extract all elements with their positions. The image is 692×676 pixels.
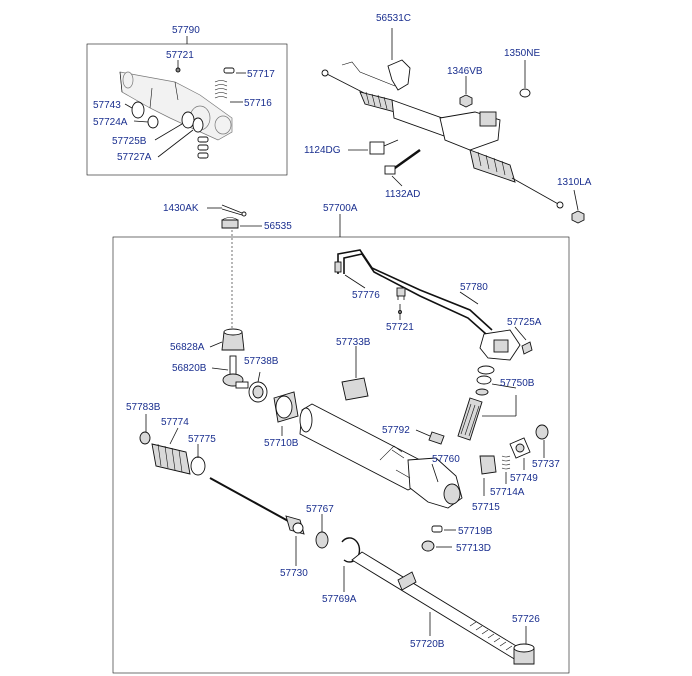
yoke-57715 bbox=[479, 455, 497, 475]
label-57719B: 57719B bbox=[458, 526, 493, 537]
washer-1350NE bbox=[519, 88, 531, 98]
clip-57783B bbox=[139, 431, 151, 445]
label-57783B: 57783B bbox=[126, 402, 161, 413]
label-57710B: 57710B bbox=[264, 438, 299, 449]
tie-rod-end-56820B bbox=[222, 355, 249, 389]
ring-stack bbox=[197, 136, 209, 159]
main-frame bbox=[112, 236, 570, 674]
label-57775: 57775 bbox=[188, 434, 216, 445]
tie-rod-right bbox=[511, 177, 561, 206]
valve-housing-sketch bbox=[119, 71, 233, 141]
cotter-pin-1430AK bbox=[221, 204, 247, 217]
top-gear-assembly bbox=[321, 28, 585, 224]
boot-left bbox=[359, 91, 396, 113]
label-57726: 57726 bbox=[512, 614, 540, 625]
label-57713D: 57713D bbox=[456, 543, 491, 554]
bushing-57726 bbox=[513, 643, 535, 665]
label-57725A: 57725A bbox=[507, 317, 542, 328]
label-57750B: 57750B bbox=[500, 378, 535, 389]
label-57738B: 57738B bbox=[244, 356, 279, 367]
label-56535: 56535 bbox=[264, 221, 292, 232]
label-56820B: 56820B bbox=[172, 363, 207, 374]
cover-57737 bbox=[535, 424, 549, 440]
ring-57725B bbox=[181, 111, 195, 129]
valve-seals bbox=[475, 365, 495, 396]
nut-1346VB bbox=[459, 94, 473, 108]
label-1430AK: 1430AK bbox=[163, 203, 199, 214]
bracket-56531C bbox=[387, 59, 411, 91]
boot-right bbox=[469, 149, 516, 183]
nut-1310LA bbox=[571, 210, 585, 224]
label-1124DG: 1124DG bbox=[304, 145, 341, 156]
label-57792: 57792 bbox=[382, 425, 410, 436]
tie-rod-left bbox=[324, 72, 369, 96]
spring-57717 bbox=[214, 67, 235, 99]
label-57724A: 57724A bbox=[93, 117, 128, 128]
label-56531C: 56531C bbox=[376, 13, 411, 24]
ring-57727A bbox=[192, 117, 204, 133]
label-57769A: 57769A bbox=[322, 594, 357, 605]
inset-57790 bbox=[86, 36, 288, 176]
label-1346VB: 1346VB bbox=[447, 66, 483, 77]
label-56828A: 56828A bbox=[170, 342, 205, 353]
label-1132AD: 1132AD bbox=[385, 189, 420, 200]
rack-bar-57720B bbox=[351, 551, 527, 661]
label-1350NE: 1350NE bbox=[504, 48, 540, 59]
label-1310LA: 1310LA bbox=[557, 177, 592, 188]
label-57721-pipe: 57721 bbox=[386, 322, 414, 333]
bolt-1124DG bbox=[369, 139, 399, 155]
label-57720B: 57720B bbox=[410, 639, 445, 650]
label-57760: 57760 bbox=[432, 454, 460, 465]
label-57716: 57716 bbox=[244, 98, 272, 109]
plug-57749 bbox=[509, 437, 531, 459]
label-57721-top: 57721 bbox=[166, 50, 194, 61]
spring-57714A bbox=[501, 455, 511, 470]
rack-housing-main bbox=[299, 403, 463, 509]
snap-ring-57769A bbox=[341, 537, 361, 563]
part-labels: 57790 57721 57717 57716 57743 57724A 577… bbox=[93, 13, 592, 650]
seal-57719B bbox=[431, 525, 443, 533]
pressure-pipes bbox=[334, 249, 493, 335]
pinion-shaft bbox=[457, 397, 483, 441]
label-57717: 57717 bbox=[247, 69, 275, 80]
label-57743: 57743 bbox=[93, 100, 121, 111]
boot-57774 bbox=[151, 443, 191, 475]
label-57733B: 57733B bbox=[336, 337, 371, 348]
bushing-57710B bbox=[273, 391, 299, 423]
label-57776: 57776 bbox=[352, 290, 380, 301]
label-57749: 57749 bbox=[510, 473, 538, 484]
label-57730: 57730 bbox=[280, 568, 308, 579]
label-57727A: 57727A bbox=[117, 152, 152, 163]
clamp-57775 bbox=[190, 456, 206, 476]
sleeve-57792 bbox=[428, 431, 445, 445]
label-57737: 57737 bbox=[532, 459, 560, 470]
label-57700A: 57700A bbox=[323, 203, 358, 214]
label-57774: 57774 bbox=[161, 417, 189, 428]
castle-nut-56535 bbox=[221, 217, 239, 229]
plug-57721 bbox=[175, 67, 181, 73]
bushing-57767 bbox=[315, 531, 329, 549]
inner-tie-rod-57730 bbox=[209, 477, 305, 535]
label-57715: 57715 bbox=[472, 502, 500, 513]
label-57714A: 57714A bbox=[490, 487, 525, 498]
label-57790: 57790 bbox=[172, 25, 200, 36]
valve-head bbox=[479, 329, 533, 361]
bushing-57738B bbox=[248, 381, 268, 403]
label-57780: 57780 bbox=[460, 282, 488, 293]
tie-rod-end-56828A bbox=[221, 328, 245, 351]
label-57725B: 57725B bbox=[112, 136, 147, 147]
pad-57733B bbox=[341, 377, 369, 401]
bolt-1132AD bbox=[384, 148, 421, 175]
label-57767: 57767 bbox=[306, 504, 334, 515]
seal-57713D bbox=[421, 540, 435, 552]
seal-57743 bbox=[131, 101, 145, 119]
seal-57724A bbox=[147, 115, 159, 129]
main-box-57700A bbox=[112, 214, 570, 674]
